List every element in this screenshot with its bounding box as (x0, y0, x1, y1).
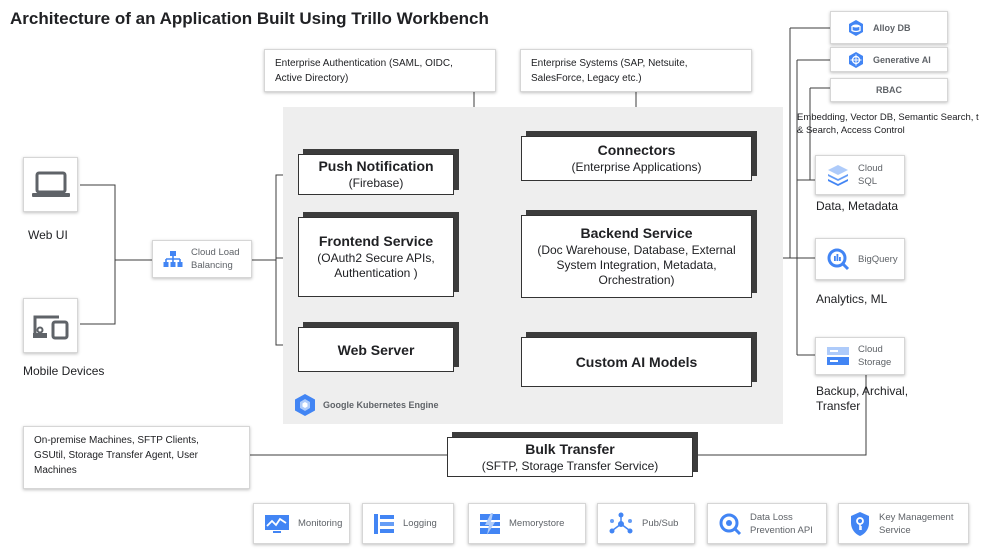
mobile-label: Mobile Devices (23, 364, 105, 378)
rbac-label: RBAC (876, 85, 902, 95)
devices-icon (32, 315, 68, 339)
cloud-sql-node: Cloud SQL (815, 155, 905, 195)
cloud-sql-caption: Data, Metadata (816, 199, 899, 213)
laptop-icon (31, 171, 70, 197)
mobile-node (23, 298, 78, 353)
bigquery-caption: Analytics, ML (816, 292, 888, 306)
load-balancer-icon (163, 251, 183, 267)
dlp-node: Data Loss Prevention API (707, 503, 827, 544)
gke-icon (295, 394, 315, 416)
connectors-service: Connectors (Enterprise Applications) (521, 136, 752, 181)
logging-node: Logging (362, 503, 454, 544)
pubsub-icon (609, 512, 633, 533)
monitoring-node: Monitoring (253, 503, 350, 544)
rbac-caption: Embedding, Vector DB, Semantic Search, t… (797, 112, 979, 136)
page-title: Architecture of an Application Built Usi… (10, 9, 489, 28)
alloydb-label: Alloy DB (873, 22, 911, 33)
cloud-storage-icon (827, 347, 849, 365)
cloud-sql-icon (828, 165, 848, 186)
custom-ai-models-service: Custom AI Models (521, 337, 752, 387)
web-server-service: Web Server (298, 327, 454, 372)
load-balancer-label-2: Balancing (191, 260, 233, 271)
bigquery-label: BigQuery (858, 253, 898, 265)
pubsub-node: Pub/Sub (597, 503, 695, 544)
web-ui-label: Web UI (28, 228, 68, 242)
generative-ai-node: Generative AI (830, 47, 948, 72)
generative-ai-label: Generative AI (873, 54, 931, 65)
rbac-node: RBAC (830, 78, 948, 102)
memorystore-node: Memorystore (468, 503, 586, 544)
web-ui-node (23, 157, 78, 212)
bulk-transfer-service: Bulk Transfer (SFTP, Storage Transfer Se… (447, 437, 693, 477)
logging-icon (374, 513, 394, 534)
bigquery-icon (827, 248, 850, 271)
generative-ai-icon (849, 51, 863, 68)
on-premise-note: On-premise Machines, SFTP Clients, GSUti… (23, 426, 250, 489)
cloud-storage-node: Cloud Storage (815, 337, 905, 375)
enterprise-systems-note: Enterprise Systems (SAP, Netsuite, Sales… (520, 49, 752, 92)
gke-label: Google Kubernetes Engine (293, 393, 439, 417)
backend-service: Backend Service (Doc Warehouse, Database… (521, 215, 752, 298)
load-balancer-node: Cloud Load Balancing (152, 240, 252, 278)
enterprise-auth-note: Enterprise Authentication (SAML, OIDC, A… (264, 49, 496, 92)
monitoring-icon (265, 514, 289, 533)
push-notification-service: Push Notification (Firebase) (298, 154, 454, 195)
memorystore-icon (480, 512, 500, 535)
kms-node: Key Management Service (838, 503, 969, 544)
bigquery-node: BigQuery (815, 238, 905, 280)
dlp-icon (719, 513, 742, 535)
frontend-service: Frontend Service (OAuth2 Secure APIs, Au… (298, 217, 454, 297)
alloydb-node: Alloy DB (830, 11, 948, 44)
kms-icon (851, 511, 869, 536)
alloydb-icon (849, 19, 863, 36)
cloud-storage-caption: Backup, Archival, Transfer (816, 384, 909, 413)
load-balancer-label-1: Cloud Load (191, 247, 240, 258)
